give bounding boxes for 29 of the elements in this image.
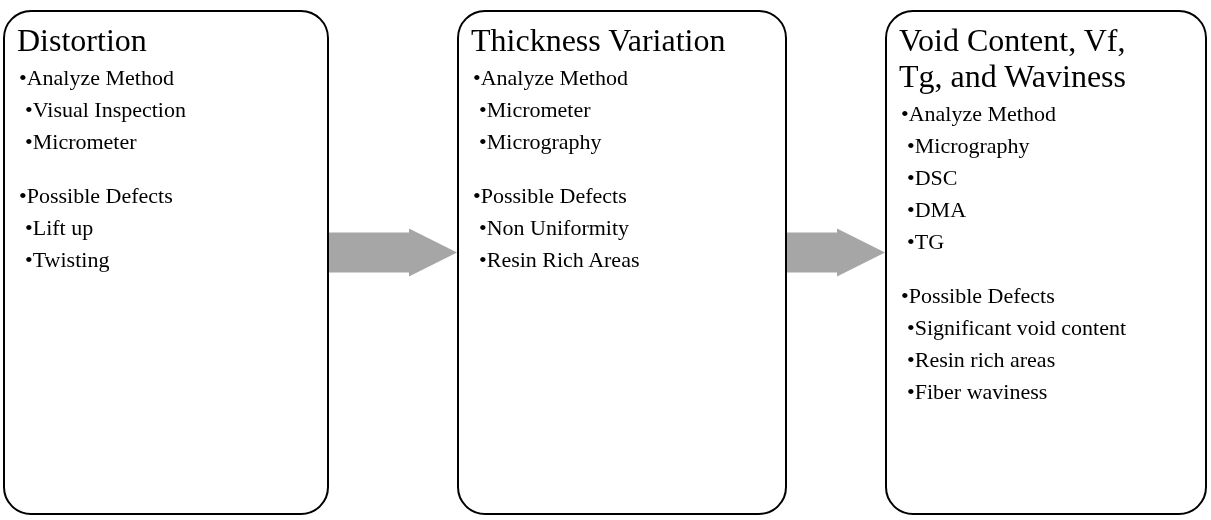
section-bullet: •Possible Defects [900, 282, 1056, 310]
list-bullet: •Significant void content [906, 314, 1128, 342]
section-bullet: •Possible Defects [18, 182, 174, 210]
list-bullet: •Lift up [24, 214, 95, 242]
section-bullet: •Analyze Method [472, 64, 629, 92]
block-arrow [787, 228, 885, 277]
section-bullet: •Analyze Method [18, 64, 175, 92]
list-bullet: •TG [906, 228, 946, 256]
list-bullet: •Fiber waviness [906, 378, 1049, 406]
list-bullet: •Twisting [24, 246, 111, 274]
list-bullet: •Visual Inspection [24, 96, 187, 124]
list-bullet: •Resin rich areas [906, 346, 1057, 374]
process-card [457, 10, 787, 515]
section-bullet: •Analyze Method [900, 100, 1057, 128]
process-card [3, 10, 329, 515]
list-bullet: •DSC [906, 164, 959, 192]
card-heading: Thickness Variation [471, 22, 727, 58]
list-bullet: •Micrometer [24, 128, 138, 156]
list-bullet: •Non Uniformity [478, 214, 631, 242]
process-card [885, 10, 1207, 515]
list-bullet: •Micrography [478, 128, 603, 156]
card-heading: Distortion [17, 22, 148, 58]
card-heading: Void Content, Vf, Tg, and Waviness [899, 22, 1127, 94]
section-bullet: •Possible Defects [472, 182, 628, 210]
block-arrow [329, 228, 457, 277]
list-bullet: •Micrometer [478, 96, 592, 124]
list-bullet: •DMA [906, 196, 968, 224]
list-bullet: •Micrography [906, 132, 1031, 160]
list-bullet: •Resin Rich Areas [478, 246, 641, 274]
